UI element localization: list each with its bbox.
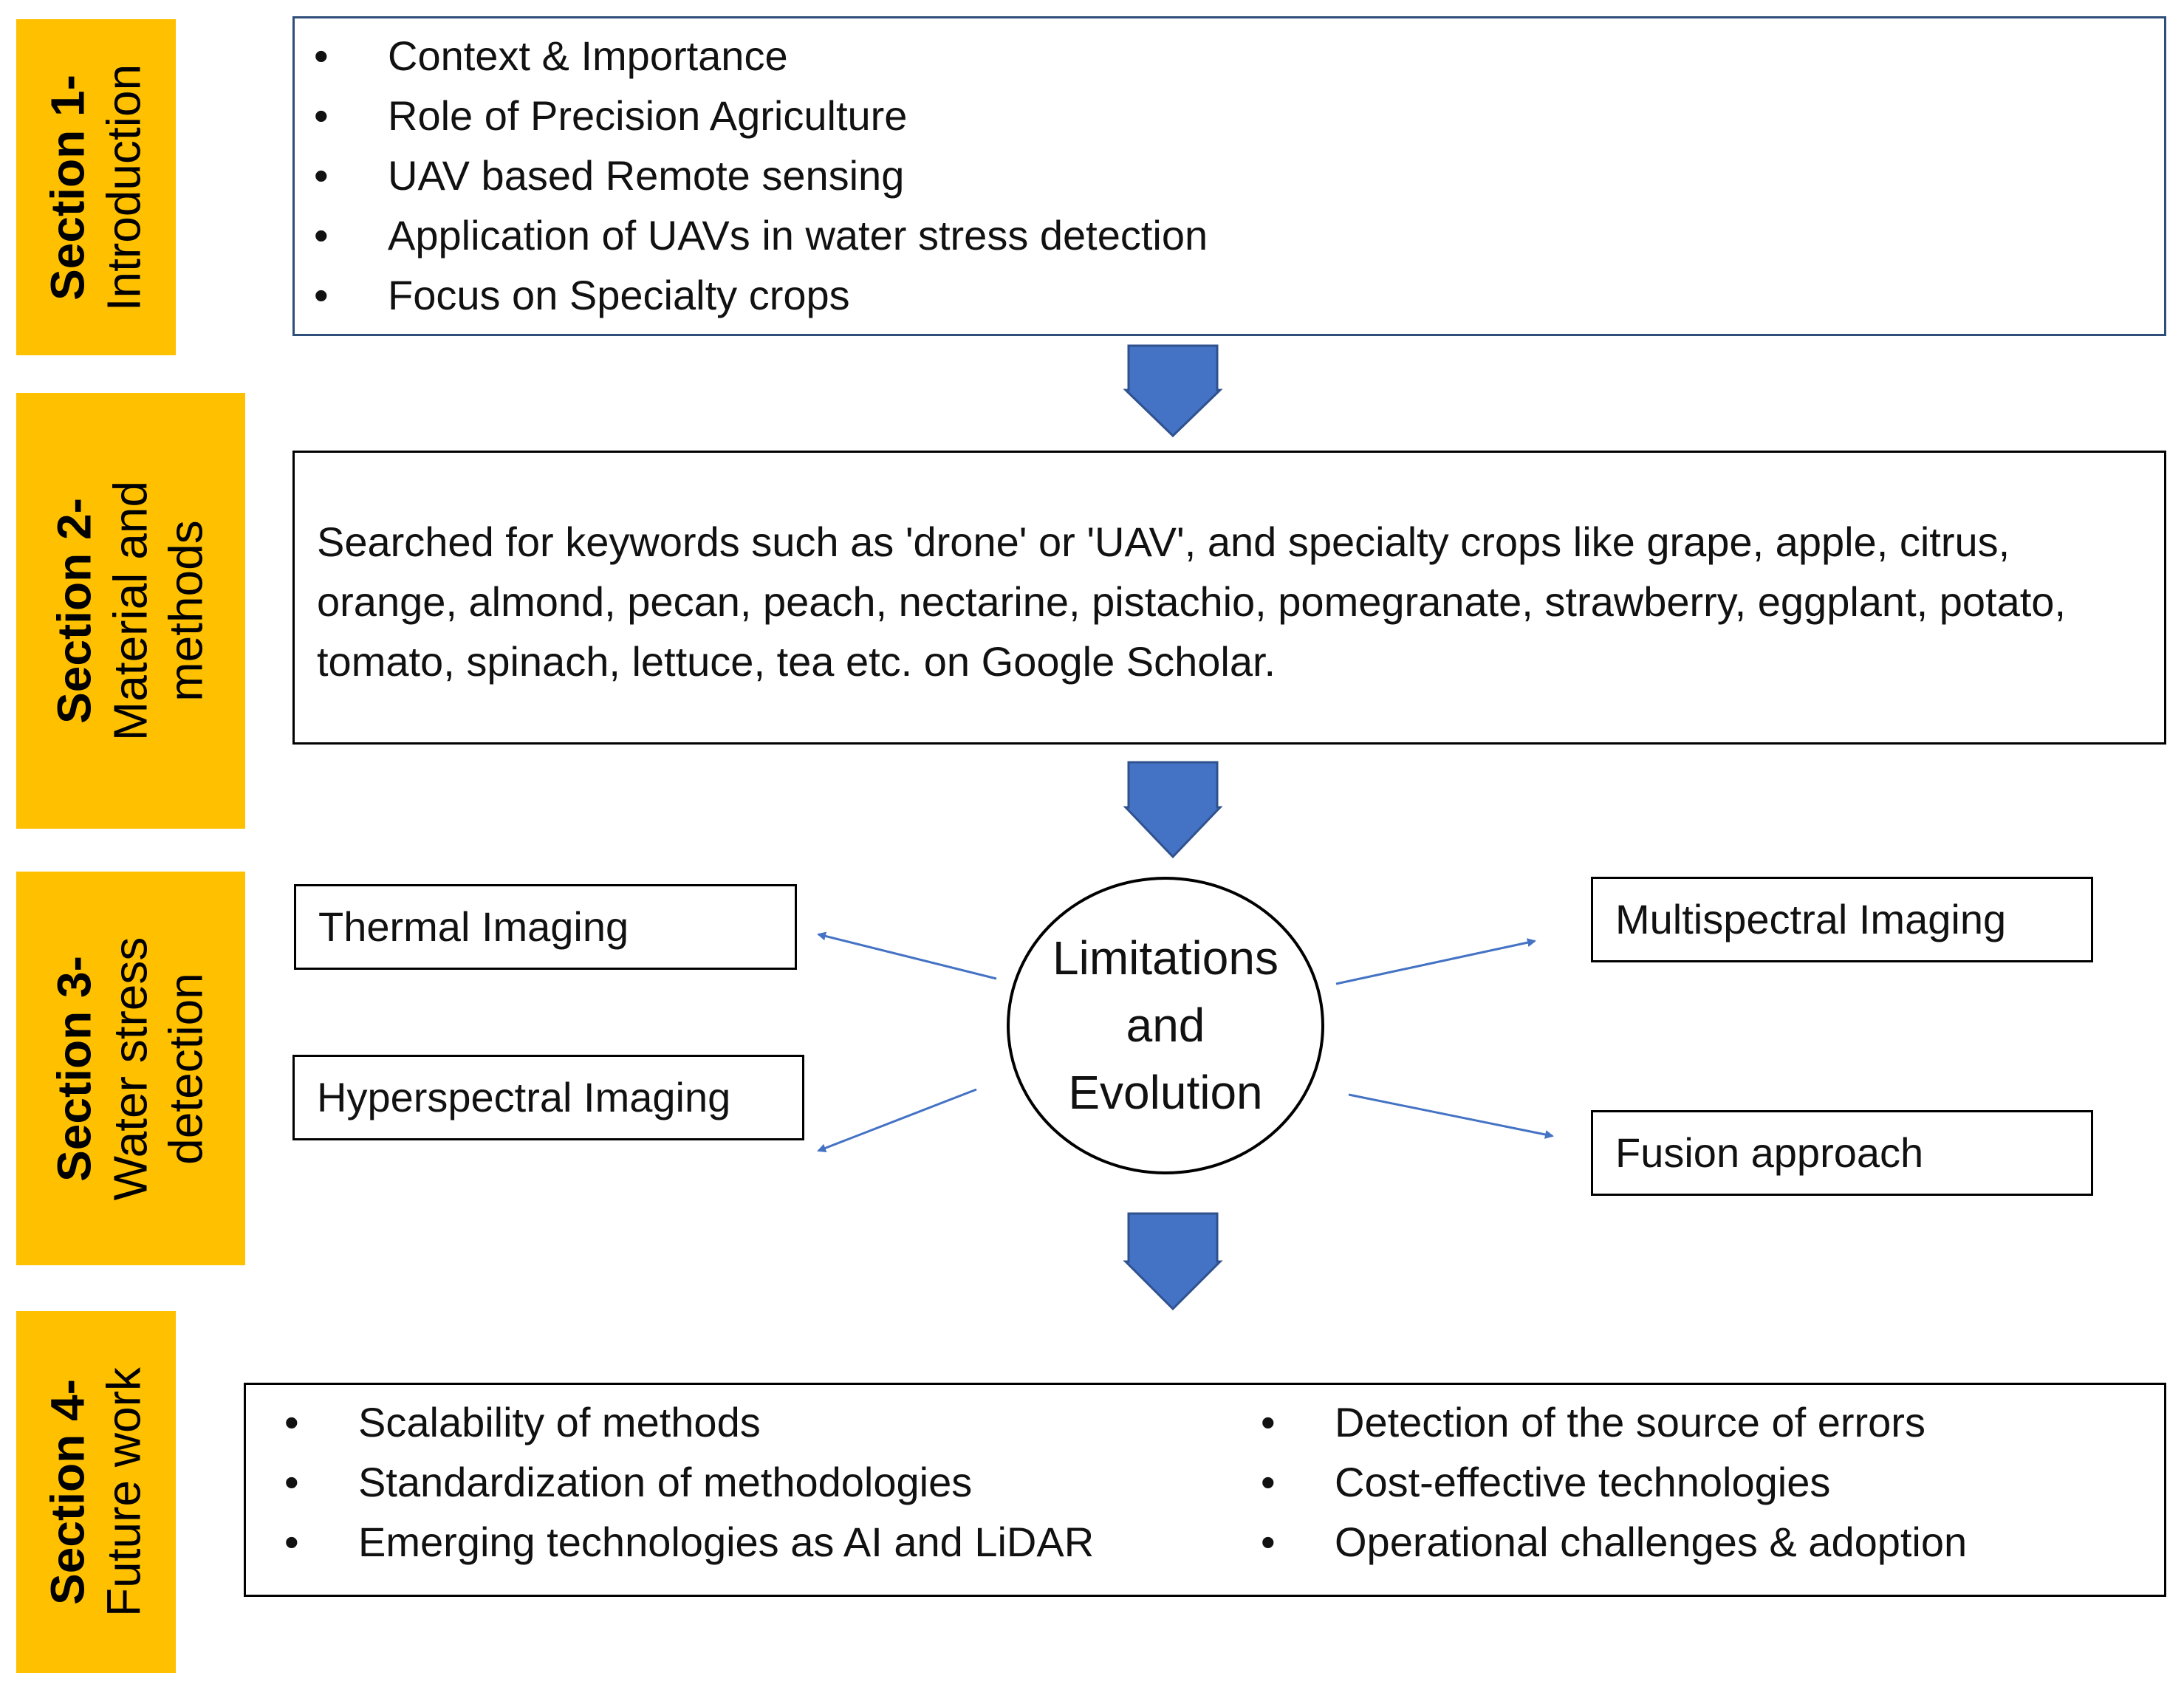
section-1-tab: Section 1- Introduction bbox=[16, 19, 176, 355]
future-work-right-list: Detection of the source of errors Cost-e… bbox=[1242, 1392, 1967, 1572]
multispectral-imaging-label: Multispectral Imaging bbox=[1615, 896, 2007, 942]
flow-arrow-down-icon bbox=[1123, 761, 1223, 859]
future-work-box: Scalability of methods Standardization o… bbox=[244, 1383, 2166, 1597]
introduction-box: Context & Importance Role of Precision A… bbox=[292, 16, 2166, 336]
list-item: Emerging technologies as AI and LiDAR bbox=[265, 1512, 1094, 1572]
methods-text: Searched for keywords such as 'drone' or… bbox=[317, 519, 2066, 685]
connector-to-multispectral-arrow-icon bbox=[1335, 938, 1536, 985]
future-work-left-list: Scalability of methods Standardization o… bbox=[265, 1392, 1094, 1572]
list-item: Detection of the source of errors bbox=[1242, 1392, 1967, 1452]
list-item: Standardization of methodologies bbox=[265, 1452, 1094, 1512]
list-item: UAV based Remote sensing bbox=[295, 146, 2164, 205]
section-4-tab: Section 4- Future work bbox=[16, 1311, 176, 1673]
hyperspectral-imaging-label: Hyperspectral Imaging bbox=[317, 1074, 731, 1120]
multispectral-imaging-box: Multispectral Imaging bbox=[1591, 877, 2093, 962]
flow-arrow-down-icon bbox=[1123, 1212, 1223, 1311]
circle-line-1: Limitations bbox=[1052, 931, 1278, 985]
thermal-imaging-box: Thermal Imaging bbox=[294, 884, 797, 970]
fusion-approach-box: Fusion approach bbox=[1591, 1110, 2093, 1196]
flow-arrow-down-icon bbox=[1123, 344, 1223, 438]
list-item: Context & Importance bbox=[295, 26, 2164, 86]
list-item: Role of Precision Agriculture bbox=[295, 86, 2164, 146]
circle-line-2: and bbox=[1126, 999, 1205, 1052]
methods-box: Searched for keywords such as 'drone' or… bbox=[292, 451, 2166, 745]
hyperspectral-imaging-box: Hyperspectral Imaging bbox=[292, 1055, 804, 1140]
fusion-approach-label: Fusion approach bbox=[1615, 1129, 1924, 1176]
limitations-evolution-circle: Limitations and Evolution bbox=[1007, 877, 1324, 1174]
list-item: Focus on Specialty crops bbox=[295, 265, 2164, 325]
list-item: Scalability of methods bbox=[265, 1392, 1094, 1452]
thermal-imaging-label: Thermal Imaging bbox=[318, 903, 629, 950]
list-item: Application of UAVs in water stress dete… bbox=[295, 205, 2164, 265]
introduction-list: Context & Importance Role of Precision A… bbox=[295, 26, 2164, 325]
circle-line-3: Evolution bbox=[1068, 1066, 1263, 1119]
connector-to-fusion-arrow-icon bbox=[1348, 1093, 1554, 1139]
connector-to-thermal-arrow-icon bbox=[817, 931, 997, 980]
section-3-tab: Section 3- Water stress detection bbox=[16, 872, 245, 1265]
list-item: Cost-effective technologies bbox=[1242, 1452, 1967, 1512]
connector-to-hyperspectral-arrow-icon bbox=[817, 1088, 977, 1152]
list-item: Operational challenges & adoption bbox=[1242, 1512, 1967, 1572]
section-2-tab: Section 2- Material and methods bbox=[16, 393, 245, 829]
